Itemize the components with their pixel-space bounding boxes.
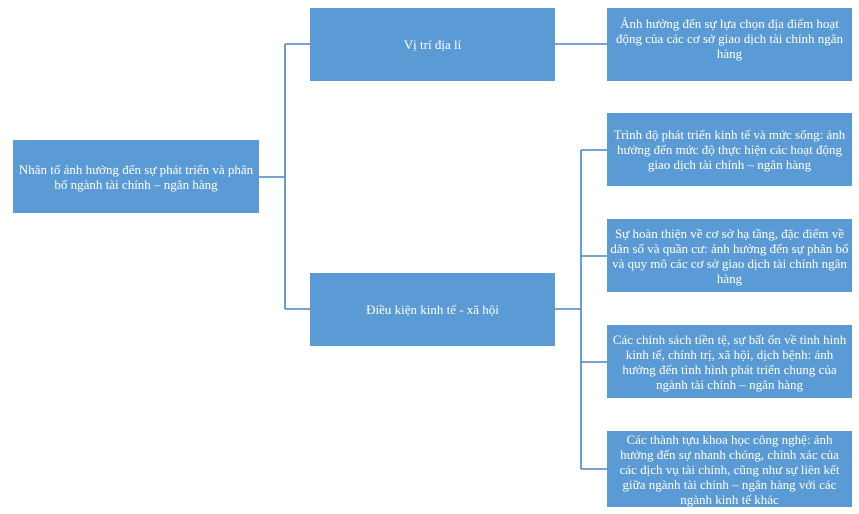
detail-node-text: Các thành tựu khoa học công nghệ: ảnh hư…: [619, 431, 840, 507]
detail-node-socioeconomic-1: Trình độ phát triển kinh tế và mức sống:…: [607, 113, 852, 186]
branch-node-socioeconomic: Điều kiện kinh tế - xã hội: [310, 273, 555, 346]
detail-node-text: Sự hoàn thiện về cơ sở hạ tầng, đặc điểm…: [610, 225, 849, 286]
detail-node-socioeconomic-2: Sự hoàn thiện về cơ sở hạ tầng, đặc điểm…: [607, 219, 852, 292]
root-node-text: Nhân tố ảnh hưởng đến sự phát triển và p…: [18, 161, 254, 192]
branch-node-socioeconomic-label: Điều kiện kinh tế - xã hội: [366, 302, 499, 317]
detail-node-text: Trình độ phát triển kinh tế và mức sống:…: [613, 127, 846, 172]
detail-node-socioeconomic-4: Các thành tựu khoa học công nghệ: ảnh hư…: [607, 431, 852, 507]
detail-node-text: Ảnh hưởng đến sự lựa chọn địa điểm hoạt …: [615, 16, 844, 61]
detail-node-location-1: Ảnh hưởng đến sự lựa chọn địa điểm hoạt …: [607, 8, 852, 81]
detail-node-socioeconomic-3: Các chính sách tiền tệ, sự bất ổn về tìn…: [607, 325, 852, 398]
branch-node-location-label: Vị trí địa lí: [403, 37, 462, 52]
detail-node-text: Các chính sách tiền tệ, sự bất ổn về tìn…: [612, 331, 847, 392]
root-node: Nhân tố ảnh hưởng đến sự phát triển và p…: [13, 140, 259, 213]
branch-node-location: Vị trí địa lí: [310, 8, 555, 81]
